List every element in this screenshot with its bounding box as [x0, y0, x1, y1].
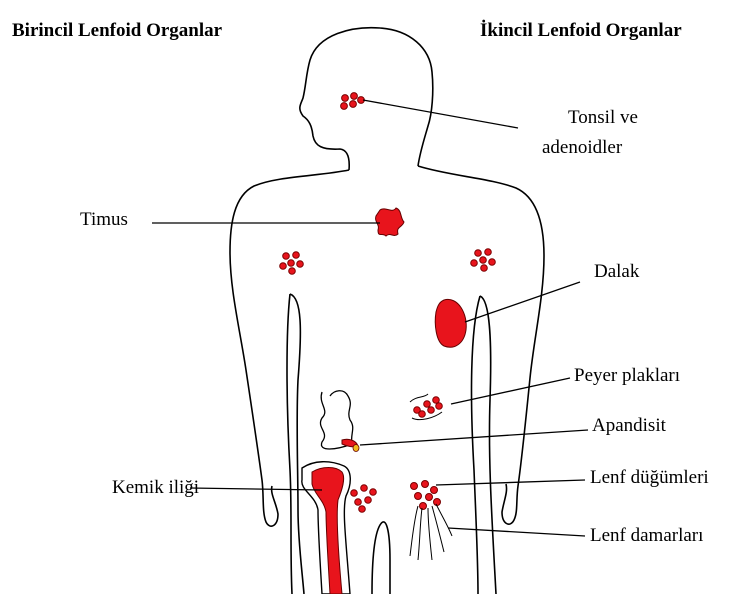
- leg-gap: [372, 522, 390, 594]
- head-outline: [300, 28, 380, 170]
- right-shoulder-arm-outline: [418, 166, 544, 524]
- tonsil-label-line1: Tonsil ve: [568, 106, 638, 130]
- pointer-lines: [152, 100, 588, 536]
- kemik-iligi-pointer-line: [190, 488, 322, 490]
- tonsil-dots: [341, 93, 365, 110]
- spleen-shape: [435, 299, 466, 347]
- left-axillary-nodes: [280, 252, 304, 275]
- back-of-head-outline: [380, 28, 433, 166]
- secondary-lymphoid-heading: İkincil Lenfoid Organlar: [480, 20, 682, 42]
- thymus-shape: [376, 208, 404, 236]
- left-torso-side: [290, 294, 304, 594]
- apandisit-label: Apandisit: [592, 414, 666, 438]
- right-torso-side: [472, 296, 480, 594]
- dalak-label: Dalak: [594, 260, 639, 284]
- peyer-pointer-line: [451, 378, 570, 404]
- tonsil-label-line2: adenoidler: [542, 136, 622, 160]
- right-inner-arm: [480, 296, 496, 594]
- left-inguinal-nodes: [351, 485, 377, 513]
- lenf-dugumleri-pointer-line: [436, 480, 585, 485]
- right-axillary-nodes: [471, 249, 496, 272]
- peyer-label: Peyer plakları: [574, 364, 680, 388]
- lenf-damarlari-pointer-line: [448, 528, 585, 536]
- lenf-dugumleri-label: Lenf düğümleri: [590, 466, 709, 490]
- tonsil-pointer-line: [363, 100, 518, 128]
- kemik-iligi-label: Kemik iliği: [112, 476, 199, 500]
- left-inner-arm: [287, 294, 292, 594]
- dalak-pointer-line: [465, 282, 580, 322]
- timus-label: Timus: [80, 208, 128, 232]
- primary-lymphoid-heading: Birincil Lenfoid Organlar: [12, 20, 222, 42]
- lenf-damarlari-label: Lenf damarları: [590, 524, 703, 548]
- apandisit-pointer-line: [360, 430, 588, 445]
- appendix-tip: [353, 445, 359, 452]
- lymph-vessels: [410, 504, 452, 560]
